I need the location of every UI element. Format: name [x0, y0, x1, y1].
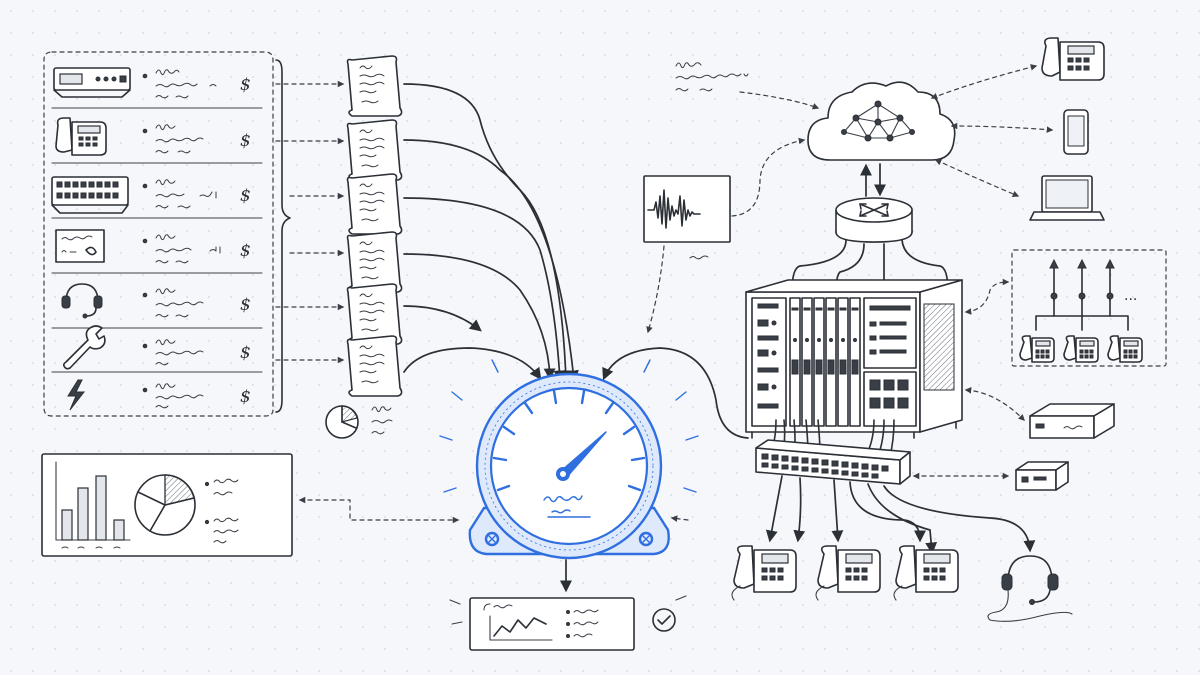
rack-to-gauge-flow: [602, 347, 749, 439]
source-item-patch-panel: $: [51, 176, 251, 214]
extension-distribution-panel: ...: [1011, 249, 1167, 367]
cost-breakdown-note: [325, 405, 393, 439]
pbx-server-rack: [745, 279, 963, 439]
source-item-wrench: $: [62, 325, 251, 370]
desk-phone-icon: [1041, 37, 1105, 81]
desk-phone-icon: [1019, 335, 1055, 363]
source-item-headset: $: [61, 283, 251, 319]
row-dividers: [51, 107, 263, 373]
switch-endpoint-links: [765, 475, 1036, 555]
patch-panel-icon: [51, 176, 129, 214]
report-sparks: [449, 595, 687, 625]
ticket-card-icon: [55, 229, 105, 263]
headset-icon: [61, 283, 103, 319]
analog-adapter: [1015, 461, 1069, 491]
gateway-box-icon: [1029, 403, 1115, 439]
gauge-sparks: [439, 359, 699, 493]
cost-marker: $: [240, 241, 251, 261]
cloud-annotation: [675, 62, 820, 110]
rack-blades: [789, 297, 861, 427]
cost-marker: $: [240, 387, 251, 407]
analytics-to-gauge-link: [298, 496, 460, 524]
remote-desk-phone: [1041, 37, 1105, 81]
invoice-stack: [346, 55, 403, 397]
voice-waveform-panel: [643, 137, 806, 334]
cost-gauge: [439, 359, 699, 560]
invoice-document-icon: [346, 55, 403, 117]
source-item-desk-phone: $: [55, 117, 251, 156]
router-icon: [835, 197, 913, 243]
adapter-box-icon: [1015, 461, 1069, 491]
media-gateway: [1029, 403, 1115, 439]
endpoint-phones: [731, 545, 959, 601]
cost-marker: $: [240, 295, 251, 315]
laptop-icon: [1029, 175, 1105, 221]
lightning-icon: [67, 379, 86, 411]
analytics-panel: [41, 453, 293, 557]
cost-marker: $: [240, 75, 251, 95]
cloud-device-links: [930, 64, 1054, 197]
side-feed-arrow: [670, 515, 689, 522]
network-switch: [755, 439, 911, 485]
source-item-ticket: $: [55, 229, 251, 264]
more-indicator: ...: [1124, 288, 1137, 304]
remote-laptop: [1029, 175, 1105, 221]
rack-gateway-link: [964, 387, 1025, 421]
list-to-invoice-links: [275, 80, 345, 364]
source-item-power: $: [67, 379, 251, 411]
cost-marker: $: [240, 131, 251, 151]
source-list-panel: $ $: [43, 51, 345, 417]
headset-icon: [987, 555, 1073, 622]
source-item-server: $: [53, 67, 251, 99]
endpoint-headset: [987, 555, 1073, 622]
cost-marker: $: [240, 186, 251, 206]
cloud-router-link: [860, 163, 886, 197]
desk-phone-icon: [55, 117, 107, 156]
invoice-to-gauge-flows: [403, 83, 579, 383]
remote-mobile-phone: [1063, 109, 1089, 155]
server-icon: [53, 67, 131, 98]
cost-marker: $: [240, 343, 251, 363]
router: [835, 197, 913, 243]
optimization-report: [449, 595, 687, 651]
gauge-ticks: [492, 389, 646, 492]
desk-phone-icon: [731, 545, 797, 601]
wrench-icon: [62, 325, 106, 370]
check-circle-icon: [652, 608, 676, 632]
rack-extension-link: [964, 278, 1010, 315]
cloud-network: [807, 81, 956, 161]
